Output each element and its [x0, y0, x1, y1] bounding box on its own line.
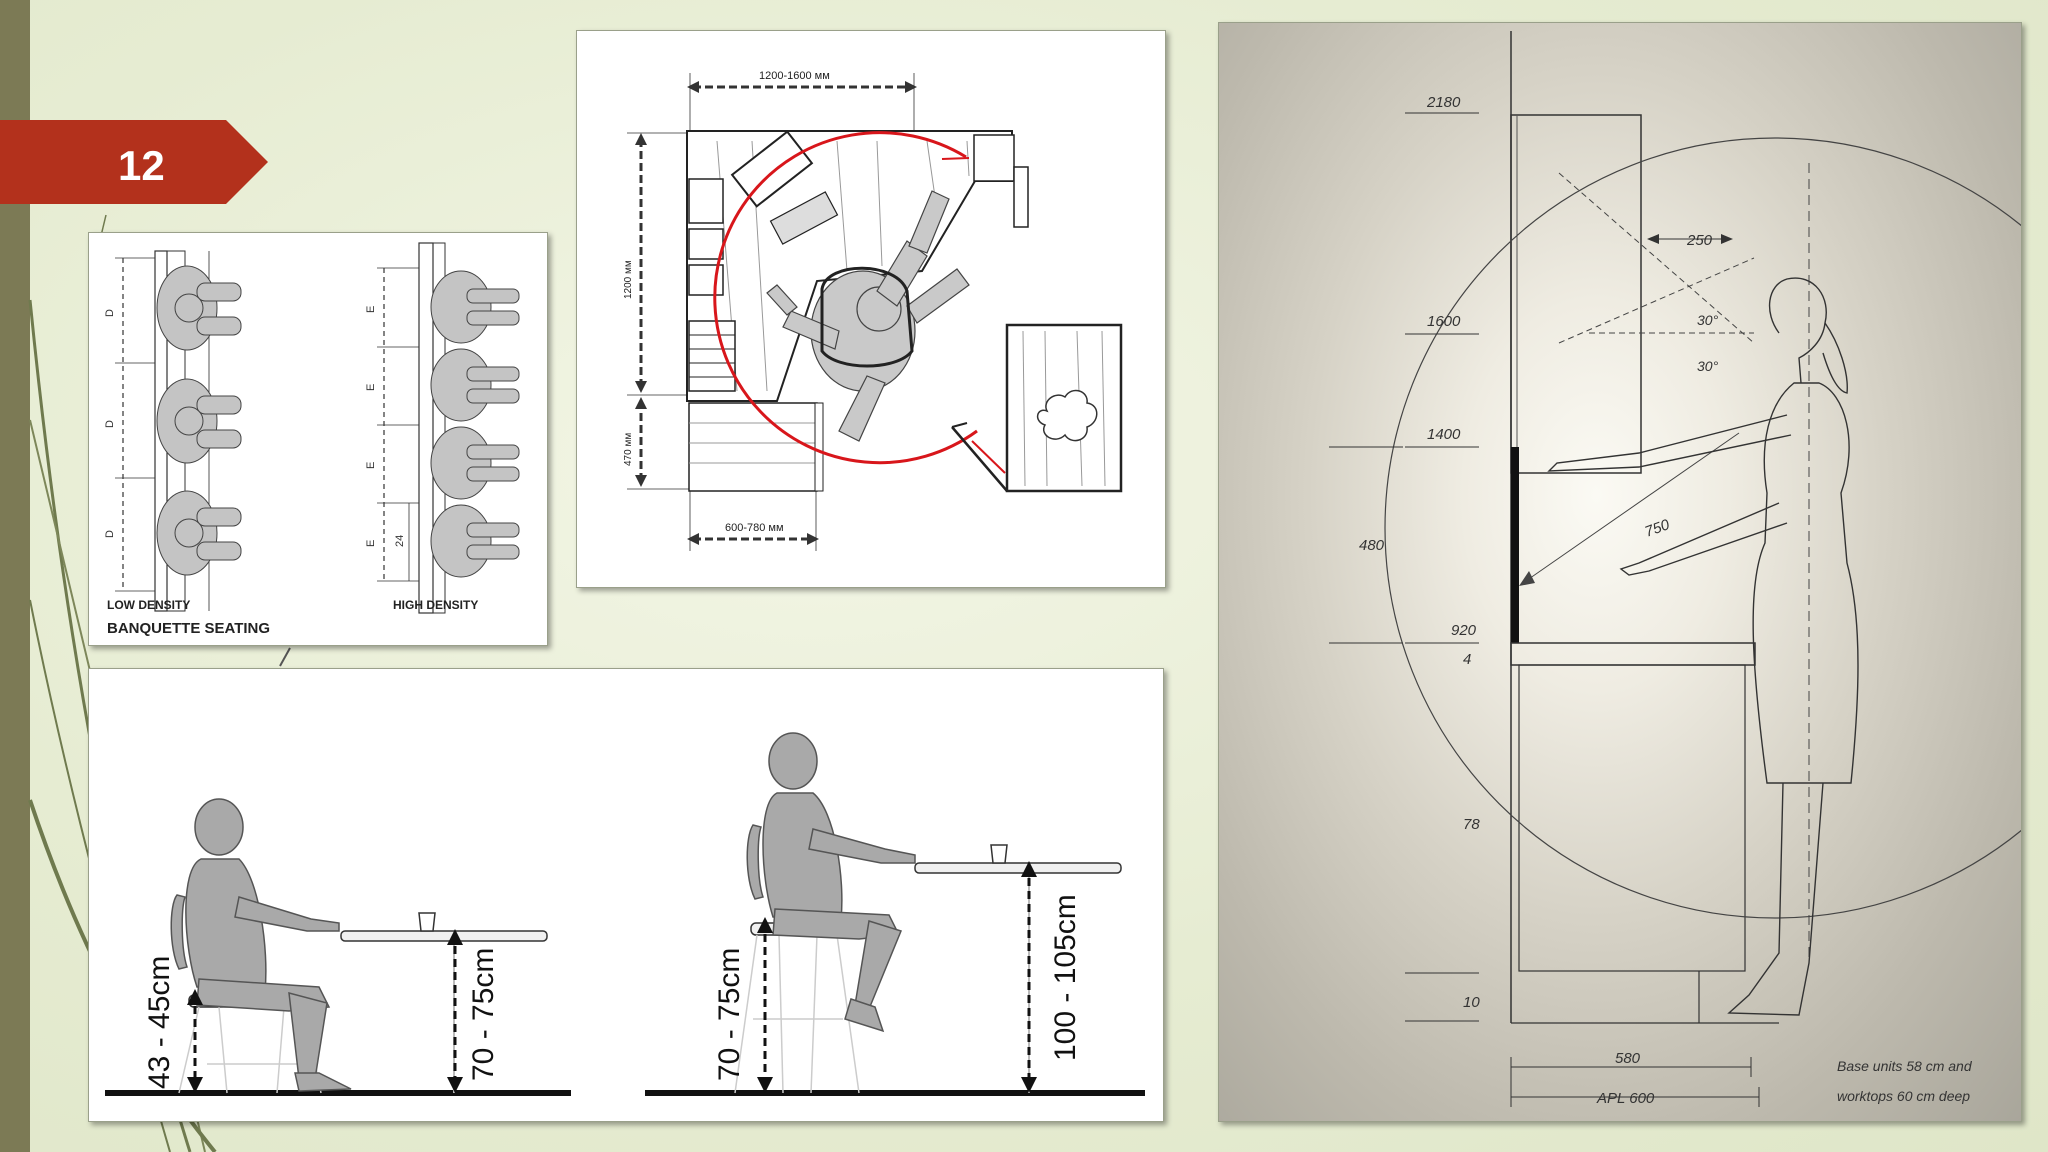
depth-580: 580	[1615, 1050, 1641, 1067]
high-density-label: HIGH DENSITY	[393, 598, 478, 612]
office-height-dim: 1200 мм	[623, 260, 634, 299]
slide-number: 12	[118, 142, 165, 189]
reach-arc	[713, 131, 978, 465]
seating-heights-panel: 43 - 45cm 70 - 75cm 70 - 75cm 100 - 105c…	[88, 668, 1164, 1122]
kitchen-note-line2: worktops 60 cm deep	[1837, 1088, 1970, 1104]
angle-30-upper: 30°	[1697, 312, 1719, 328]
height-1400: 1400	[1427, 426, 1461, 443]
banquette-seating-panel: D D D E E E E 24 LOW DENSITY HIGH DENSIT…	[88, 232, 548, 646]
banquette-diagram: D D D E E E E 24 LOW DENSITY HIGH DENSIT…	[104, 242, 520, 637]
height-1600: 1600	[1427, 313, 1461, 330]
apl-600: APL 600	[1596, 1090, 1655, 1107]
right-seat-height: 70 - 75cm	[713, 948, 746, 1081]
reach-750: 750	[1643, 516, 1673, 541]
kitchen-ergonomics-diagram: 2180 1600 1400 480 920 4 78 10 250 30° 3…	[1329, 31, 2021, 1107]
reach-circle	[1384, 137, 2021, 919]
low-dim-1: D	[104, 309, 116, 317]
high-dim-3: E	[365, 462, 377, 469]
seating-heights-diagram: 43 - 45cm 70 - 75cm 70 - 75cm 100 - 105c…	[105, 732, 1145, 1096]
office-plan-diagram: 1200-1600 мм 1200 мм 470 мм 600-780 мм	[623, 70, 1123, 551]
low-density-label: LOW DENSITY	[107, 598, 190, 612]
kitchen-ergonomics-panel: 2180 1600 1400 480 920 4 78 10 250 30° 3…	[1218, 22, 2022, 1122]
left-table-height: 70 - 75cm	[467, 948, 500, 1081]
height-10: 10	[1463, 994, 1480, 1011]
office-lower-dim: 470 мм	[623, 433, 634, 466]
depth-250: 250	[1686, 232, 1713, 249]
left-seat-height: 43 - 45cm	[143, 956, 176, 1089]
high-dim-2: E	[365, 384, 377, 391]
height-920: 920	[1451, 622, 1477, 639]
slide-number-badge	[0, 120, 268, 204]
high-dim-extra: 24	[394, 535, 406, 547]
high-dim-1: E	[365, 306, 377, 313]
height-78: 78	[1463, 816, 1480, 833]
height-480: 480	[1359, 537, 1385, 554]
office-width-dim: 1200-1600 мм	[759, 70, 830, 82]
height-4: 4	[1463, 651, 1471, 668]
office-bottom-dim: 600-780 мм	[725, 522, 784, 534]
office-plan-panel: 1200-1600 мм 1200 мм 470 мм 600-780 мм	[576, 30, 1166, 588]
low-dim-2: D	[104, 420, 116, 428]
right-table-height: 100 - 105cm	[1049, 894, 1082, 1061]
kitchen-note-line1: Base units 58 cm and	[1837, 1058, 1973, 1074]
woman-figure	[1547, 277, 1859, 1016]
high-dim-4: E	[365, 540, 377, 547]
height-2180: 2180	[1426, 94, 1461, 111]
low-dim-3: D	[104, 530, 116, 538]
banquette-title: BANQUETTE SEATING	[107, 620, 270, 637]
angle-30-lower: 30°	[1697, 358, 1719, 374]
